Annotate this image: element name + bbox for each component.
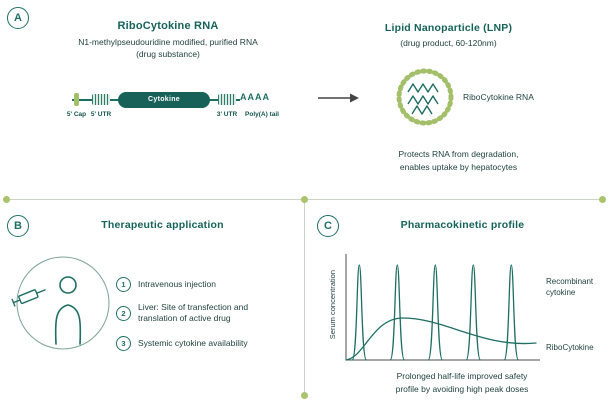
chart-y-axis-label: Serum concentration [327,270,337,340]
five-prime-cap-icon [74,93,79,106]
enclosing-circle [16,256,110,350]
panel-b-title: Therapeutic application [101,219,224,231]
rna-subtitle-2: (drug substance) [136,49,200,59]
lnp-title: Lipid Nanoparticle (LNP) [384,22,513,34]
step-number-1: 1 [116,277,131,292]
lnp-caption-line-2: enables uptake by hepatocytes [399,161,518,172]
mrna-construct: Cytokine AAAA 5' Cap 5' UTR 3' UTR Poly(… [62,84,287,120]
panel-b-badge: B [7,215,29,237]
rna-header: RiboCytokine RNA N1-methylpseudouridine … [58,20,278,60]
person-silhouette-icon [54,276,82,345]
chart-series-paths [345,264,537,361]
panel-c-badge: C [317,215,339,237]
syringe-icon [11,289,46,307]
pk-caption: Prolonged half-life improved safety prof… [348,370,576,395]
three-prime-utr-box [218,94,236,105]
step-1-text: Intravenous injection [138,279,216,289]
step-2-text-line-1: Liver: Site of transfection and [138,302,249,312]
step-number-3: 3 [116,336,131,351]
polya-label: Poly(A) tail [245,111,279,118]
lnp-subtitle: (drug product, 60-120nm) [400,38,497,48]
rna-title: RiboCytokine RNA [117,20,219,32]
step-liver-transfection: 2 Liver: Site of transfection and transl… [116,302,301,324]
patient-figure-icon [11,256,110,350]
lnp-header: Lipid Nanoparticle (LNP) (drug product, … [356,22,541,49]
vertical-divider [304,200,305,395]
step-systemic-availability: 3 Systemic cytokine availability [116,336,301,351]
step-3-text: Systemic cytokine availability [138,338,248,348]
cytokine-orf-pill: Cytokine [118,92,210,108]
five-prime-utr-box [92,94,110,105]
arrow-right-icon [318,93,359,103]
cap-label: 5' Cap [66,111,87,118]
pharmacokinetic-chart [345,254,540,361]
lipid-shell-dotted-ring [396,68,454,126]
panel-a-badge: A [7,7,29,29]
divider-dot-bottom [301,392,308,399]
divider-dot-right [599,196,606,203]
pk-caption-line-2: profile by avoiding high peak doses [395,383,529,394]
pk-caption-line-1: Prolonged half-life improved safety [396,371,528,381]
rna-zigzag-strands [407,83,439,115]
step-number-2: 2 [116,305,131,321]
rna-subtitle-1: N1-methylpseudouridine modified, purifie… [78,37,258,47]
panel-c-title: Pharmacokinetic profile [400,219,525,231]
lnp-particle-icon [396,68,454,126]
step-2-text-line-2: translation of active drug [138,313,231,323]
step-intravenous-injection: 1 Intravenous injection [116,277,301,292]
lnp-particle-label: RiboCytokine RNA [463,92,534,102]
divider-dot-center [301,196,308,203]
divider-dot-left [3,196,10,203]
utr5-label: 5' UTR [90,111,112,118]
series-label-recombinant: Recombinant cytokine [546,277,594,297]
polya-tail-letters: AAAA [240,92,270,102]
therapeutic-steps-list: 1 Intravenous injection 2 Liver: Site of… [116,277,301,361]
lnp-caption: Protects RNA from degradation, enables u… [366,148,551,173]
lnp-caption-line-1: Protects RNA from degradation, [398,149,519,159]
series-label-ribocytokine: RiboCytokine [546,343,594,352]
utr3-label: 3' UTR [216,111,238,118]
